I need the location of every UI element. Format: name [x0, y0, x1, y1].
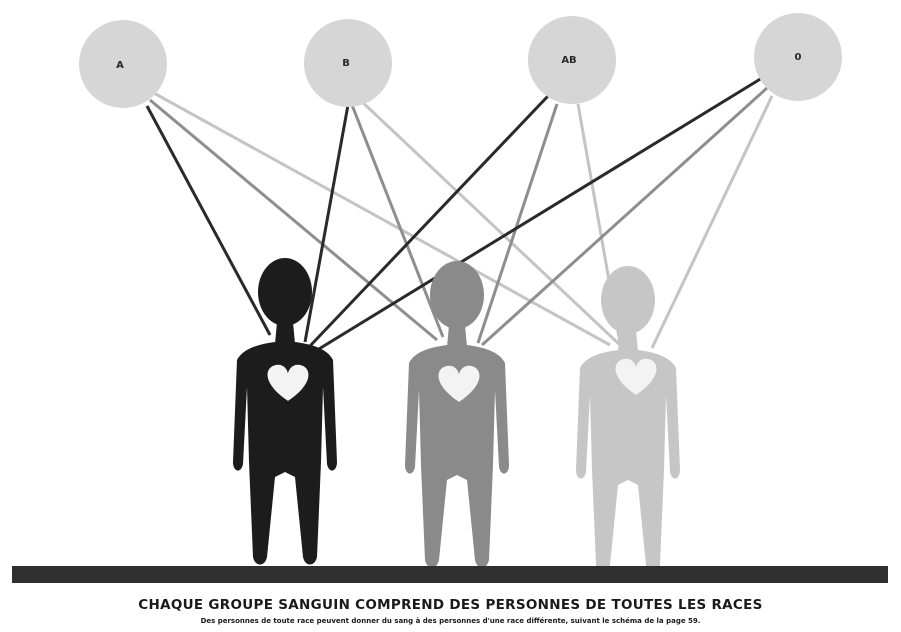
blood-group-b: B: [304, 19, 392, 107]
line-a-to-dark: [147, 106, 270, 335]
blood-group-ab-label: AB: [561, 55, 576, 66]
blood-group-diagram: A B AB 0: [0, 0, 901, 590]
caption-title: CHAQUE GROUPE SANGUIN COMPREND DES PERSO…: [0, 597, 901, 613]
caption-subtitle: Des personnes de toute race peuvent donn…: [0, 617, 901, 625]
person-medium: [405, 261, 509, 568]
blood-group-a-label: A: [116, 60, 124, 71]
line-b-to-dark: [305, 105, 348, 342]
ground-bar: [12, 566, 888, 583]
blood-group-o-label: 0: [795, 52, 802, 63]
blood-group-a: A: [79, 20, 167, 108]
line-a-to-light: [152, 92, 610, 345]
blood-group-ab: AB: [528, 16, 616, 104]
blood-group-o: 0: [754, 13, 842, 101]
person-dark: [233, 258, 337, 565]
blood-group-b-label: B: [342, 58, 350, 69]
line-ab-to-dark: [310, 96, 548, 346]
person-light: [576, 266, 680, 573]
